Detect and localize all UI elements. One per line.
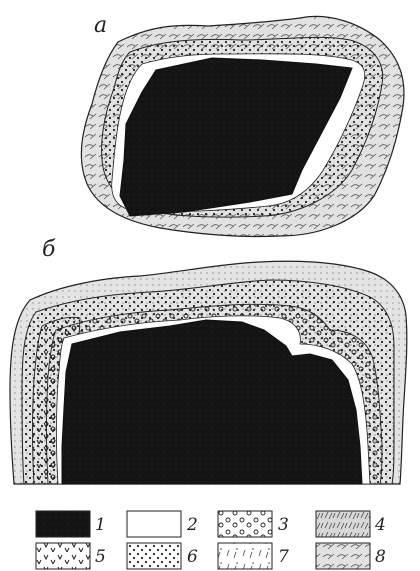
- legend-item-4: 4: [316, 511, 386, 537]
- legend-number-1: 1: [95, 515, 106, 535]
- legend-item-3: 3: [218, 511, 289, 537]
- legend-item-7: 7: [218, 543, 289, 569]
- legend-swatch-6: [127, 543, 181, 569]
- legend-swatch-2: [127, 511, 181, 537]
- legend-number-7: 7: [278, 547, 289, 567]
- legend-number-4: 4: [374, 515, 386, 535]
- panel-b: б: [10, 237, 407, 484]
- legend-item-8: 8: [316, 543, 386, 569]
- legend-swatch-3: [218, 511, 272, 537]
- panel-a-label: а: [94, 13, 107, 38]
- legend-number-3: 3: [278, 515, 289, 535]
- legend-swatch-4: [316, 511, 370, 537]
- legend-item-6: 6: [127, 543, 198, 569]
- legend-item-1: 1: [36, 511, 106, 537]
- legend-swatch-5: [36, 543, 90, 569]
- legend-number-8: 8: [375, 547, 386, 567]
- panel-b-label: б: [42, 237, 56, 262]
- legend-swatch-7: [218, 543, 272, 569]
- legend-swatch-8: [316, 543, 370, 569]
- legend-number-5: 5: [95, 547, 106, 567]
- legend-item-5: 5: [36, 543, 106, 569]
- legend: 1 2 3 4 5 6 7 8: [36, 511, 386, 569]
- legend-number-6: 6: [187, 547, 198, 567]
- legend-item-2: 2: [127, 511, 198, 537]
- legend-swatch-1: [36, 511, 90, 537]
- panel-a: а: [81, 13, 404, 237]
- legend-number-2: 2: [186, 515, 198, 535]
